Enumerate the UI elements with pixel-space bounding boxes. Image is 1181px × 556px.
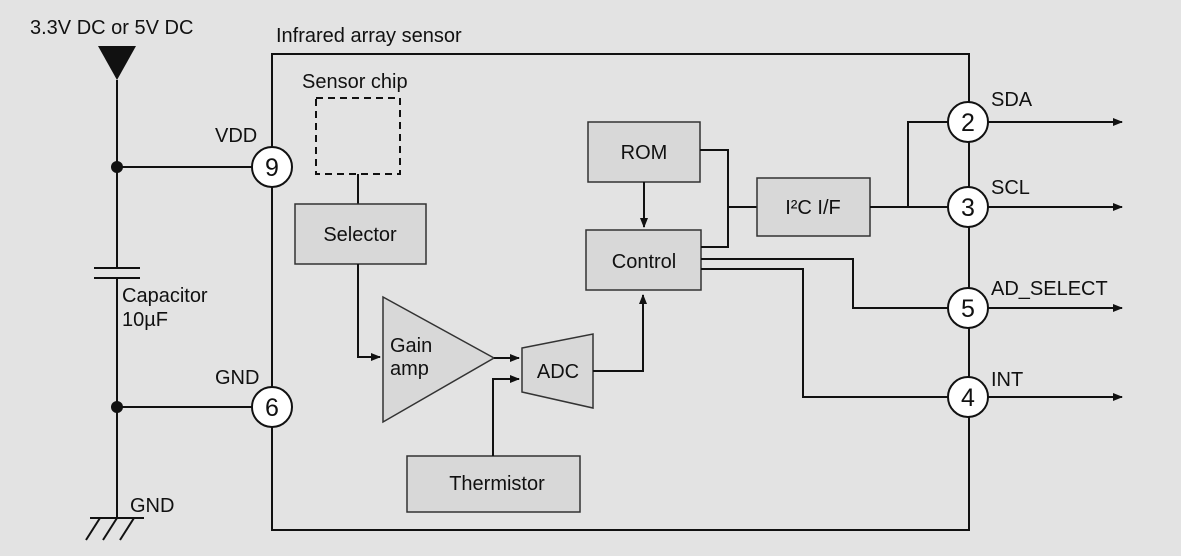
pin-ad-select: 5: [947, 287, 989, 329]
ad-select-pin-name: AD_SELECT: [991, 278, 1108, 300]
pin-sda-circle: [947, 101, 989, 143]
pin-vdd-number: 9: [265, 154, 279, 182]
pin-int-circle: [947, 376, 989, 418]
pin-scl-number: 3: [961, 194, 975, 222]
pin-gnd-number: 6: [265, 394, 279, 422]
gain-amp-label-2: amp: [390, 358, 429, 380]
sensor-chip-block: [315, 97, 401, 175]
pin-ad-select-circle: [947, 287, 989, 329]
supply-voltage-label: 3.3V DC or 5V DC: [30, 17, 193, 39]
selector-label: Selector: [323, 224, 397, 246]
selector-to-amp-wire: [357, 264, 381, 361]
control-to-ad-select-wire: [701, 258, 950, 309]
i2c-block: [756, 177, 871, 237]
gain-amp-label-1: Gain: [390, 335, 432, 357]
control-to-int-wire: [701, 268, 950, 398]
pin-sda-number: 2: [961, 109, 975, 137]
pin-gnd-circle: [251, 386, 293, 428]
capacitor-label: Capacitor: [122, 285, 208, 307]
rom-block: [587, 121, 701, 183]
i2c-label: I²C I/F: [785, 197, 841, 219]
pin-ad-select-number: 5: [961, 295, 975, 323]
i2c-to-sda-wire: [907, 121, 950, 207]
sda-pin-name: SDA: [991, 89, 1033, 111]
adc-to-control-wire: [593, 294, 647, 372]
scl-pin-name: SCL: [991, 177, 1030, 199]
capacitor-value: 10µF: [122, 309, 168, 331]
pin-vdd: 9: [251, 146, 293, 188]
gnd-pin-name: GND: [215, 367, 259, 389]
pin-sda: 2: [947, 101, 989, 143]
gain-amp-block: [382, 295, 496, 424]
pin-vdd-circle: [251, 146, 293, 188]
adc-label: ADC: [537, 361, 579, 383]
int-pin-name: INT: [991, 369, 1023, 391]
rom-control-bus-wire: [700, 149, 729, 248]
sensor-title: Infrared array sensor: [276, 25, 462, 47]
control-block: [585, 229, 702, 291]
pin-int: 4: [947, 376, 989, 418]
vdd-pin-name: VDD: [215, 125, 257, 147]
adc-block: [521, 333, 594, 409]
thermistor-block: [406, 455, 581, 513]
ground-hatch-3: [119, 517, 135, 541]
ground-hatch-2: [102, 517, 118, 541]
ground-hatch-1: [85, 517, 101, 541]
pin-gnd: 6: [251, 386, 293, 428]
rom-label: ROM: [621, 142, 668, 164]
pin-int-number: 4: [961, 384, 975, 412]
pin-scl-circle: [947, 186, 989, 228]
sensor-chip-label: Sensor chip: [302, 71, 408, 93]
thermistor-label: Thermistor: [449, 473, 545, 495]
thermistor-to-adc-wire: [492, 375, 520, 456]
supply-terminal-icon: [98, 46, 136, 80]
control-label: Control: [612, 251, 676, 273]
pin-scl: 3: [947, 186, 989, 228]
selector-block: [294, 203, 427, 265]
ground-label: GND: [130, 495, 174, 517]
